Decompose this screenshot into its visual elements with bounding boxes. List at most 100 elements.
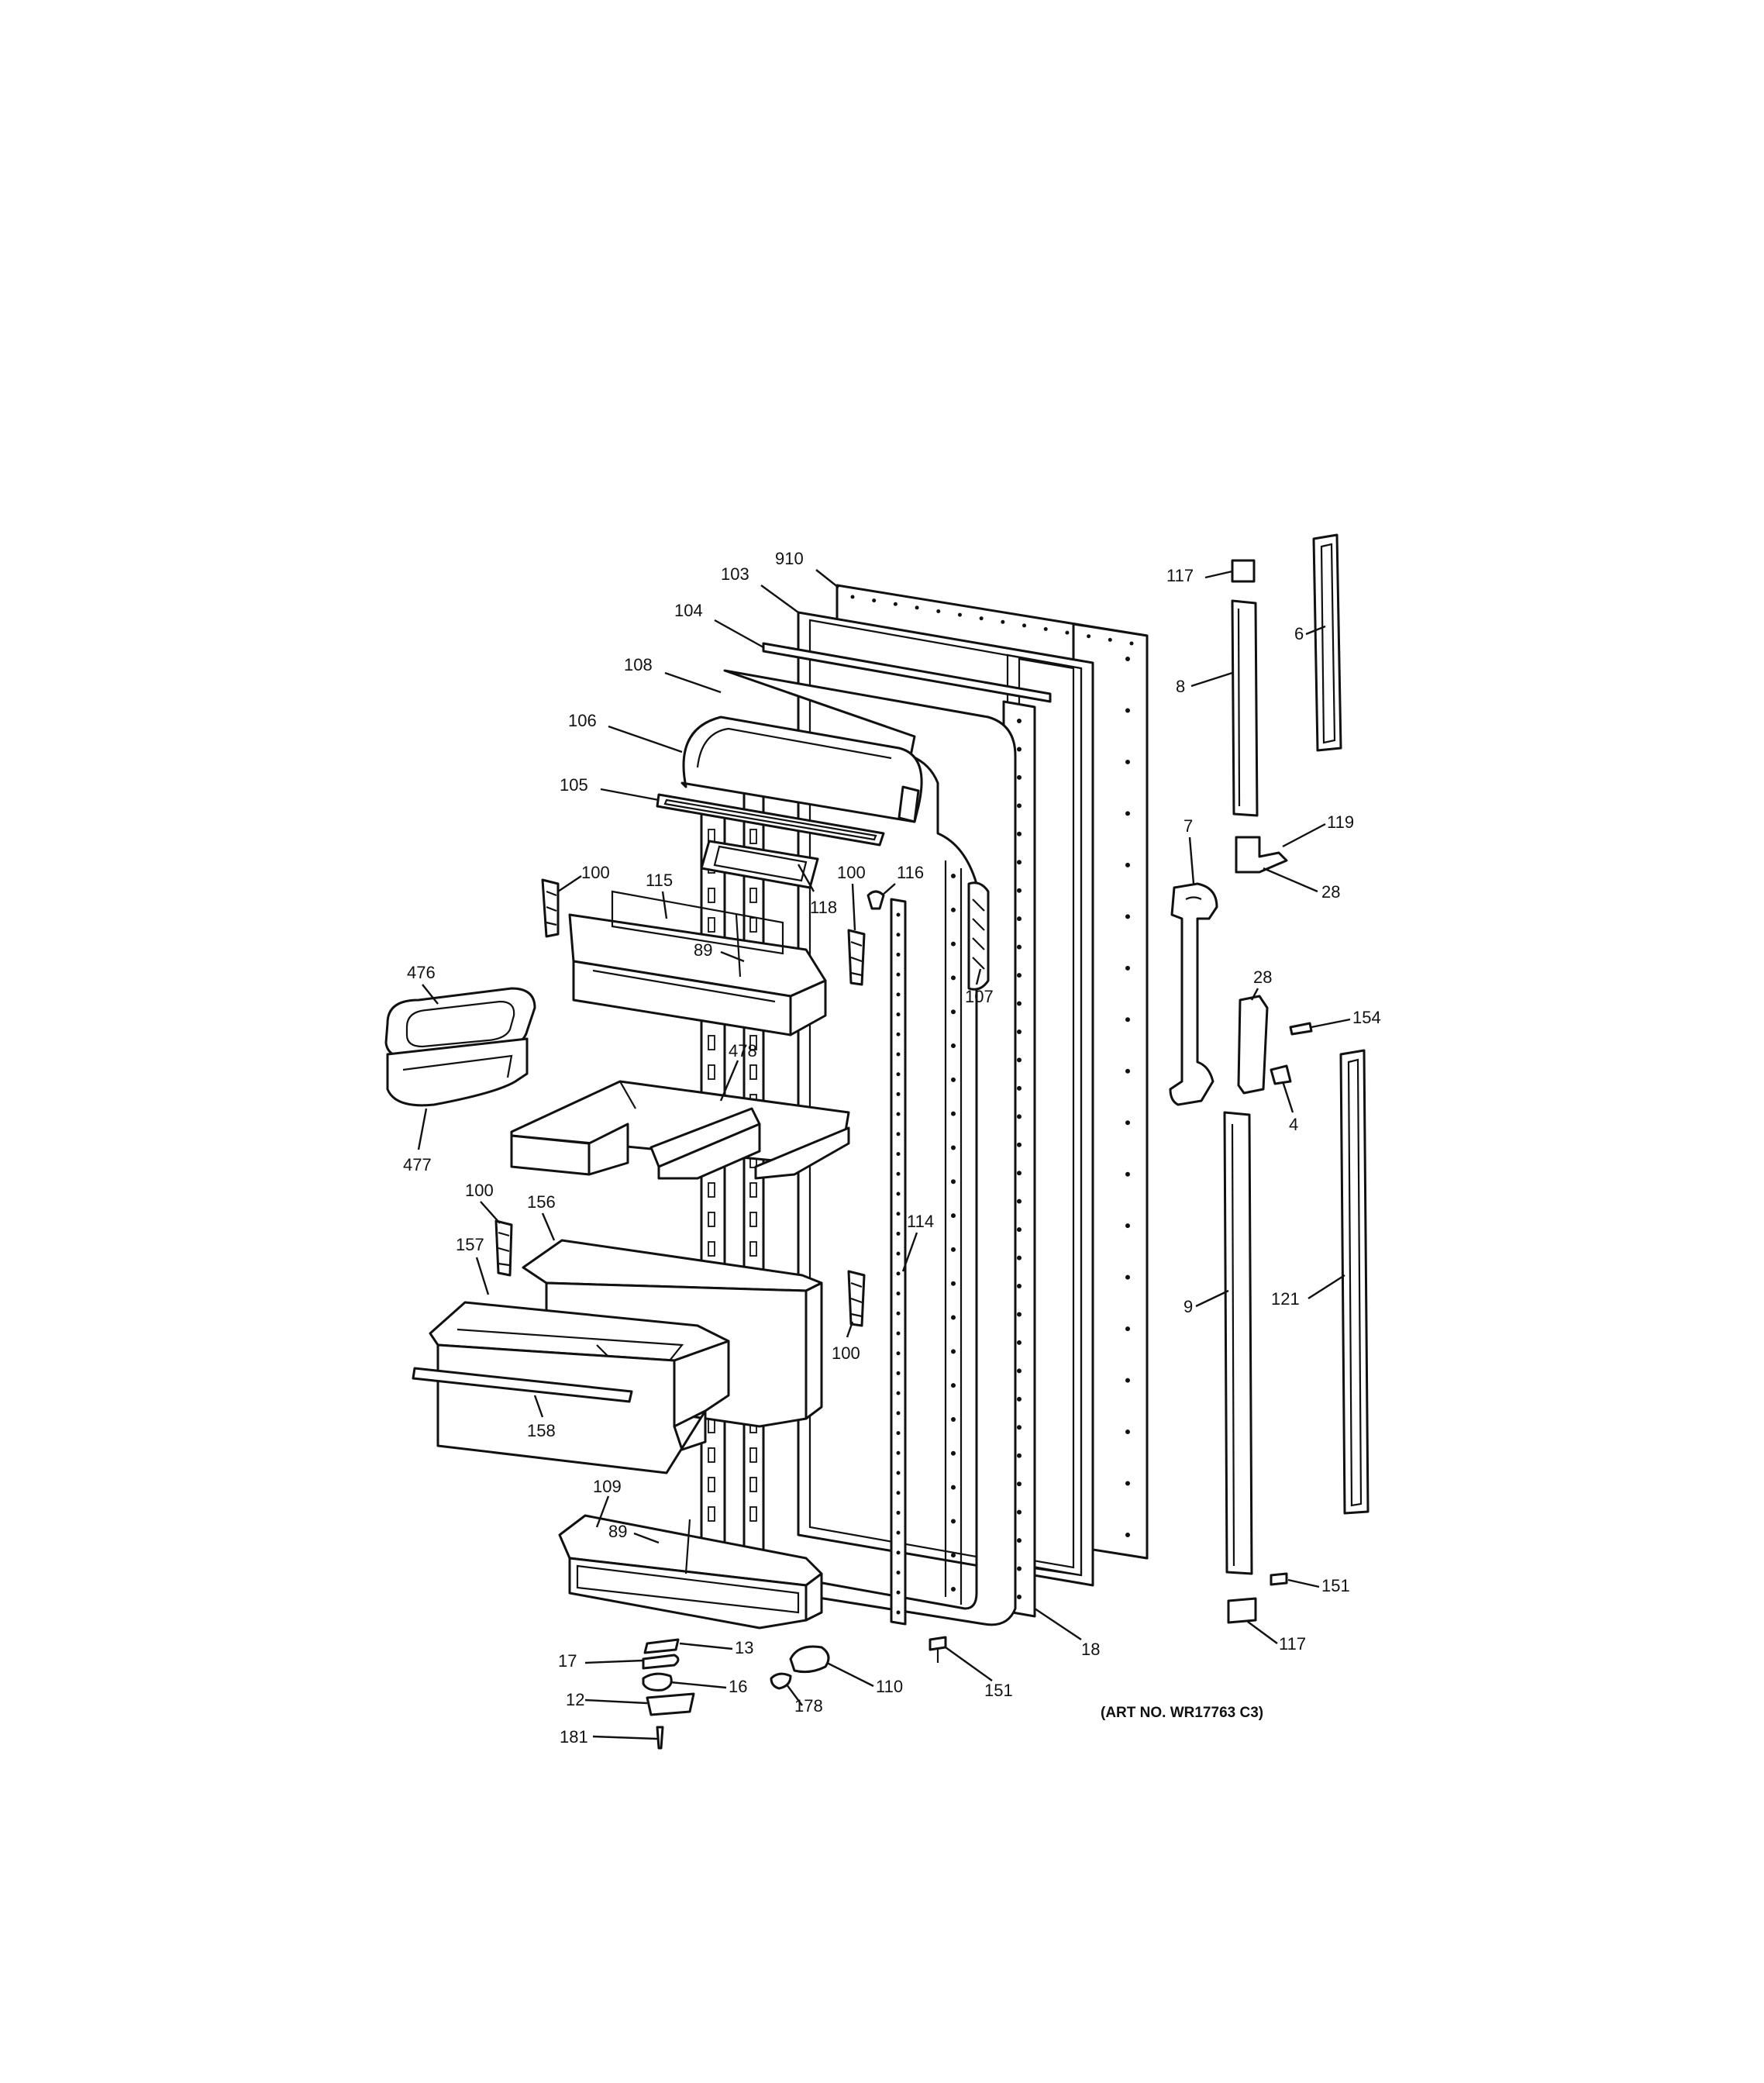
door-handle-7 [1169, 882, 1218, 1106]
screw-hole [1125, 1326, 1130, 1332]
callout-7: 7 [1183, 816, 1193, 836]
shelf-rail-slot [708, 1447, 715, 1463]
screw-hole [1017, 1171, 1022, 1176]
screw-hole [1017, 944, 1022, 950]
screw-154 [1289, 1022, 1313, 1036]
screw-hole [936, 609, 941, 613]
leader-line-89a [720, 950, 745, 963]
callout-16: 16 [729, 1677, 747, 1696]
shelf-support-bracket [494, 1219, 513, 1277]
callout-100b: 100 [837, 863, 866, 882]
screw-hole [1125, 1017, 1130, 1023]
screw-hole [1017, 1340, 1022, 1345]
shelf-rail-slot [749, 1212, 757, 1227]
screw-hole [1017, 1057, 1022, 1063]
callout-100a: 100 [581, 863, 610, 882]
screw-hole [1125, 759, 1130, 764]
clip-4 [1270, 1064, 1292, 1085]
leader-line-107 [975, 968, 982, 985]
screw-hole [872, 598, 877, 603]
screw-hole [1017, 1595, 1022, 1599]
leader-line-13 [679, 1642, 733, 1650]
screw-hole [896, 1411, 901, 1416]
leader-line-110 [826, 1661, 874, 1688]
dairy-tray [700, 840, 819, 889]
screw-hole [896, 1391, 901, 1395]
screw-hole [896, 1431, 901, 1436]
screw-hole [1017, 1085, 1022, 1091]
screw-hole [951, 1349, 956, 1354]
callout-118: 118 [810, 898, 837, 917]
callout-117b: 117 [1279, 1634, 1306, 1654]
screw-hole [951, 1009, 956, 1015]
callout-156: 156 [527, 1192, 556, 1212]
screw-hole [896, 1371, 901, 1375]
callout-104: 104 [674, 601, 703, 620]
screw-hole [951, 1179, 956, 1185]
shelf-rail-slot [749, 1182, 757, 1198]
leader-line-100a [557, 875, 582, 892]
leader-line-8 [1190, 671, 1233, 688]
callout-116: 116 [897, 863, 924, 882]
screw-hole [1125, 1068, 1130, 1074]
screw-hole [951, 1450, 956, 1456]
handle-trim-121 [1339, 1049, 1370, 1515]
callout-154: 154 [1352, 1008, 1381, 1027]
callout-17: 17 [558, 1651, 577, 1671]
art-number-label: (ART NO. WR17763 C3) [1101, 1705, 1263, 1721]
handle-mount-bar-9 [1223, 1111, 1253, 1575]
screw-hole [1125, 1171, 1130, 1177]
callout-107: 107 [965, 987, 994, 1006]
screw-hole [896, 1052, 901, 1057]
screw-hole [1017, 1255, 1022, 1260]
screw-hole [951, 1587, 956, 1592]
handle-end-cap-28 [1237, 995, 1269, 1095]
callout-114: 114 [907, 1212, 934, 1231]
screw-hole [896, 933, 901, 937]
screw-hole [1017, 774, 1022, 780]
leader-line-158 [533, 1395, 544, 1418]
screw-hole [896, 992, 901, 997]
screw-hole [951, 1281, 956, 1286]
screw-hole [951, 874, 956, 878]
callout-89b: 89 [608, 1522, 627, 1541]
screw-hole [1017, 1001, 1022, 1006]
leader-line-89b [633, 1532, 660, 1544]
screw-hole [951, 1111, 956, 1116]
leader-line-154 [1311, 1018, 1351, 1029]
screw-hole [1125, 1223, 1130, 1229]
screw-hole [951, 1315, 956, 1320]
screw-hole [1017, 1312, 1022, 1317]
leader-line-115 [661, 891, 668, 919]
leader-line-100b [851, 883, 856, 931]
screw-hole [1017, 1481, 1022, 1487]
callout-477: 477 [403, 1155, 432, 1174]
screw-hole [1125, 862, 1130, 867]
screw-hole [896, 1212, 901, 1216]
screw-hole [896, 1132, 901, 1136]
screw-hole [1017, 973, 1022, 978]
screw-hole [893, 602, 898, 606]
screw-hole [1017, 916, 1022, 922]
callout-115: 115 [646, 871, 673, 890]
screw-hole [951, 1553, 956, 1558]
screw-hole [896, 1192, 901, 1196]
screw-hole [896, 1032, 901, 1036]
callout-18: 18 [1081, 1640, 1100, 1659]
callout-110: 110 [876, 1677, 903, 1696]
callout-910: 910 [775, 549, 804, 568]
shelf-support-bracket [541, 878, 560, 938]
callout-151b: 151 [1321, 1576, 1350, 1595]
handle-trim-6 [1312, 533, 1342, 752]
screw-hole [896, 1450, 901, 1455]
screw-hole [850, 595, 855, 599]
thermostat-housing [967, 881, 990, 991]
shelf-support-bracket [847, 929, 866, 986]
callout-109: 109 [593, 1477, 622, 1496]
callout-100c: 100 [465, 1181, 494, 1200]
screw-hole [951, 1247, 956, 1252]
leader-line-28a [1263, 867, 1318, 893]
callout-178: 178 [794, 1696, 823, 1716]
shelf-rail-slot [749, 1447, 757, 1463]
